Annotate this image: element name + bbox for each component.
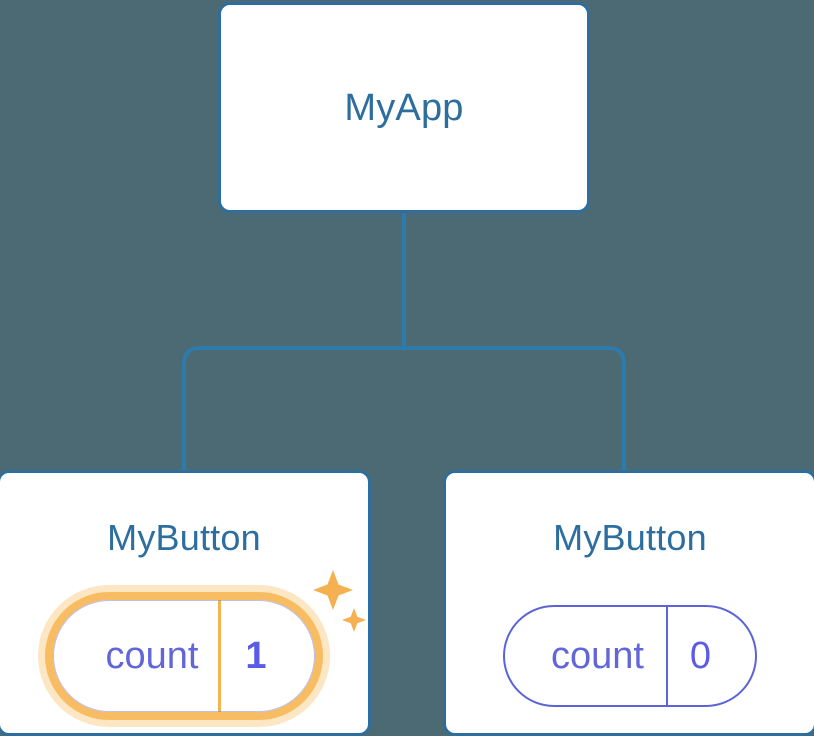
state-pill-area-right: count 0: [446, 581, 814, 731]
node-myapp-title: MyApp: [344, 86, 464, 129]
state-pill-count-left[interactable]: count 1: [45, 592, 323, 720]
state-value-label-left: 1: [245, 635, 267, 677]
state-pill-key-right: count: [505, 607, 666, 705]
state-pill-holder-right: count 0: [502, 605, 758, 707]
state-pill-value-right: 0: [665, 607, 755, 705]
node-myapp[interactable]: MyApp: [218, 2, 590, 213]
edge-to-left-child: [182, 346, 404, 470]
state-pill-area-left: count 1: [0, 570, 368, 731]
node-mybutton-left-title: MyButton: [107, 517, 261, 558]
edge-to-right-child: [404, 346, 626, 470]
state-value-label-right: 0: [689, 635, 712, 677]
state-pill-value-left: 1: [218, 600, 314, 712]
state-pill-key-left: count: [53, 600, 218, 712]
node-mybutton-left-header: MyButton: [0, 520, 368, 556]
state-key-label-left: count: [105, 635, 199, 677]
node-mybutton-right-title: MyButton: [553, 517, 707, 558]
state-pill-holder-left: count 1: [45, 570, 366, 720]
sparkles-icon: [312, 570, 366, 632]
state-key-label-right: count: [550, 635, 644, 677]
state-pill-count-right[interactable]: count 0: [502, 605, 758, 707]
node-mybutton-left[interactable]: MyButton count 1: [0, 470, 371, 736]
node-mybutton-right[interactable]: MyButton count 0: [443, 470, 814, 736]
node-mybutton-right-header: MyButton: [446, 520, 814, 556]
